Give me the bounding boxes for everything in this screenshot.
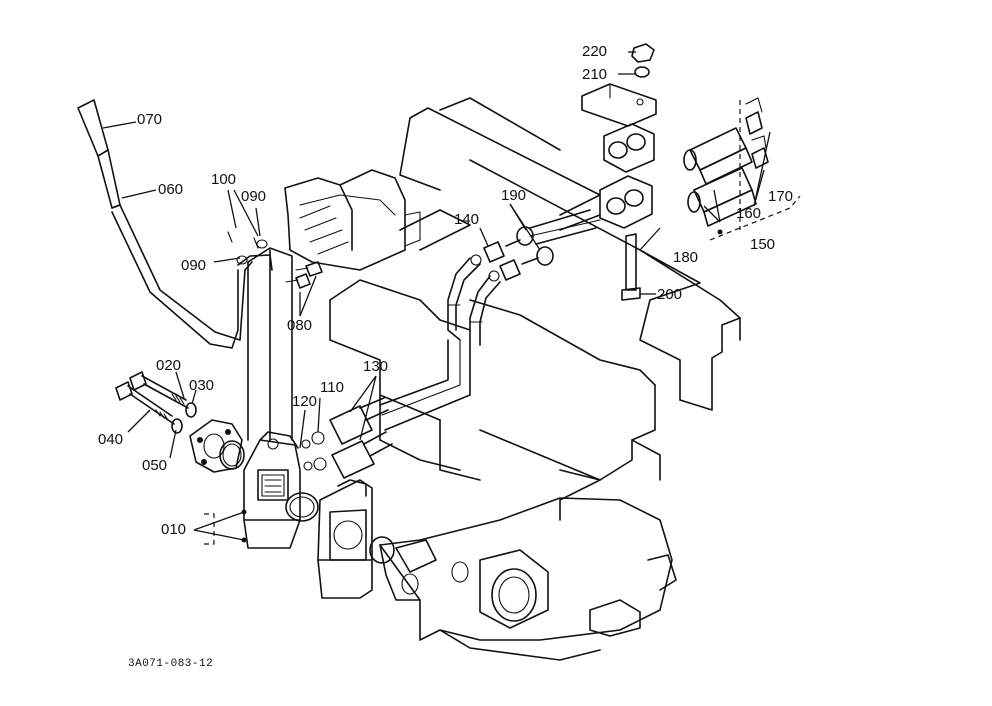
fender-housing (284, 169, 421, 271)
callout-090-top: 090 (241, 188, 267, 205)
leader-lines (102, 51, 801, 545)
callout-030: 030 (189, 377, 215, 394)
callout-140: 140 (454, 211, 480, 228)
coupler-set (683, 97, 769, 227)
callout-130: 130 (363, 358, 389, 375)
callout-050: 050 (142, 457, 168, 474)
hydraulic-lines (379, 209, 601, 431)
callout-170: 170 (768, 188, 794, 205)
callout-100: 100 (211, 171, 237, 188)
callout-020: 020 (156, 357, 182, 374)
tractor-body-outline (329, 97, 741, 521)
callout-150: 150 (750, 236, 776, 253)
drawing-code: 3A071-083-12 (128, 658, 214, 670)
control-lever (77, 99, 273, 349)
valve-cover-plate (189, 419, 245, 473)
callout-120: 120 (292, 393, 318, 410)
callout-070: 070 (137, 111, 163, 128)
callout-160: 160 (736, 205, 762, 222)
callout-060: 060 (158, 181, 184, 198)
hose-fittings (301, 397, 393, 479)
coupler-bracket (581, 43, 657, 301)
callout-180: 180 (673, 249, 699, 266)
small-hardware (227, 231, 323, 289)
tie-bolts (115, 371, 197, 434)
callout-190: 190 (501, 187, 527, 204)
callout-040: 040 (98, 431, 124, 448)
callout-090-left: 090 (181, 257, 207, 274)
callout-220: 220 (582, 43, 608, 60)
control-valve-stack (243, 247, 373, 599)
callout-080: 080 (287, 317, 313, 334)
callout-200: 200 (657, 286, 683, 303)
callout-210: 210 (582, 66, 608, 83)
quick-couplers (470, 226, 554, 282)
rear-axle-housing (369, 497, 677, 661)
callout-010: 010 (161, 521, 187, 538)
callout-110: 110 (320, 379, 344, 396)
